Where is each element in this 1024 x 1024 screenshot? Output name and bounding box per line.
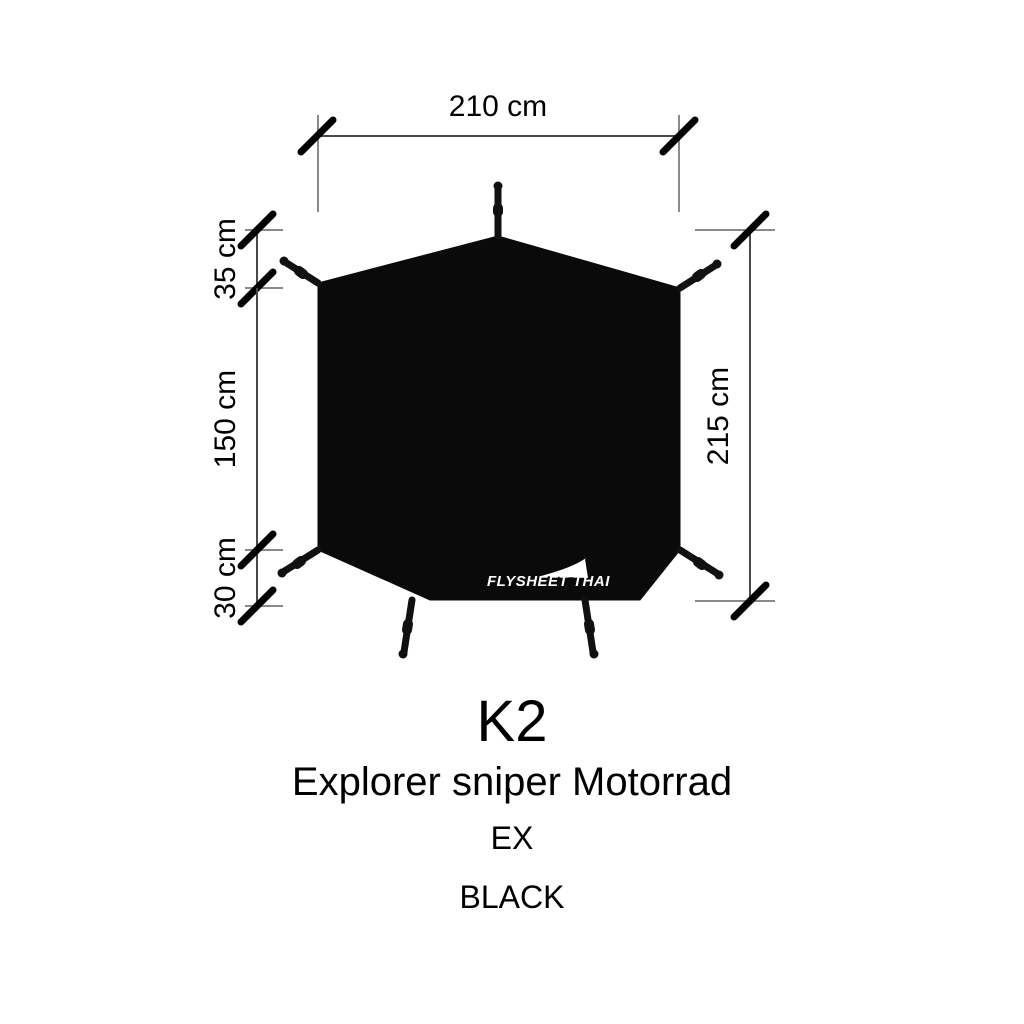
flysheet-thai-logo: FLYSHEET THAI <box>487 558 610 590</box>
swoosh-tent-icon <box>541 558 588 579</box>
dimension-width-total: 210 cm <box>297 90 699 212</box>
tick-right <box>659 116 699 156</box>
product-model: K2 <box>476 689 548 754</box>
guyline-upper-left <box>279 256 322 287</box>
tick-top <box>237 210 277 250</box>
logo-wordmark: FLYSHEET THAI <box>487 573 610 590</box>
product-variant: EX <box>490 820 534 856</box>
tick-left <box>297 116 337 156</box>
tick-top <box>730 210 770 250</box>
tent-canopy-shape <box>317 235 681 601</box>
dimension-height-total: 215 cm <box>695 210 775 621</box>
dimension-height-lower: 30 cm <box>209 530 283 626</box>
dimension-label-35: 35 cm <box>209 218 242 300</box>
tick-bottom <box>237 586 277 626</box>
dimension-label-150: 150 cm <box>209 370 242 468</box>
guyline-bottom-right <box>581 596 599 659</box>
guyline-top <box>493 181 503 240</box>
dimension-height-mid: 150 cm <box>209 288 258 550</box>
guyline-lower-left <box>277 546 322 578</box>
guy-lines-group <box>277 181 724 659</box>
product-color: BLACK <box>459 879 565 915</box>
guyline-lower-right <box>676 546 724 580</box>
dimension-height-upper: 35 cm <box>209 210 283 308</box>
guyline-upper-right <box>676 259 722 292</box>
guyline-bottom-left <box>398 596 416 659</box>
dimension-label-210: 210 cm <box>449 90 547 123</box>
tent-canopy-group <box>317 235 681 601</box>
tick-top <box>237 530 277 570</box>
dimension-label-215: 215 cm <box>702 367 735 465</box>
tick-bottom <box>730 581 770 621</box>
product-name: Explorer sniper Motorrad <box>291 760 733 804</box>
dimension-label-30: 30 cm <box>209 537 242 619</box>
product-caption: K2 Explorer sniper Motorrad EX BLACK <box>0 690 1024 928</box>
